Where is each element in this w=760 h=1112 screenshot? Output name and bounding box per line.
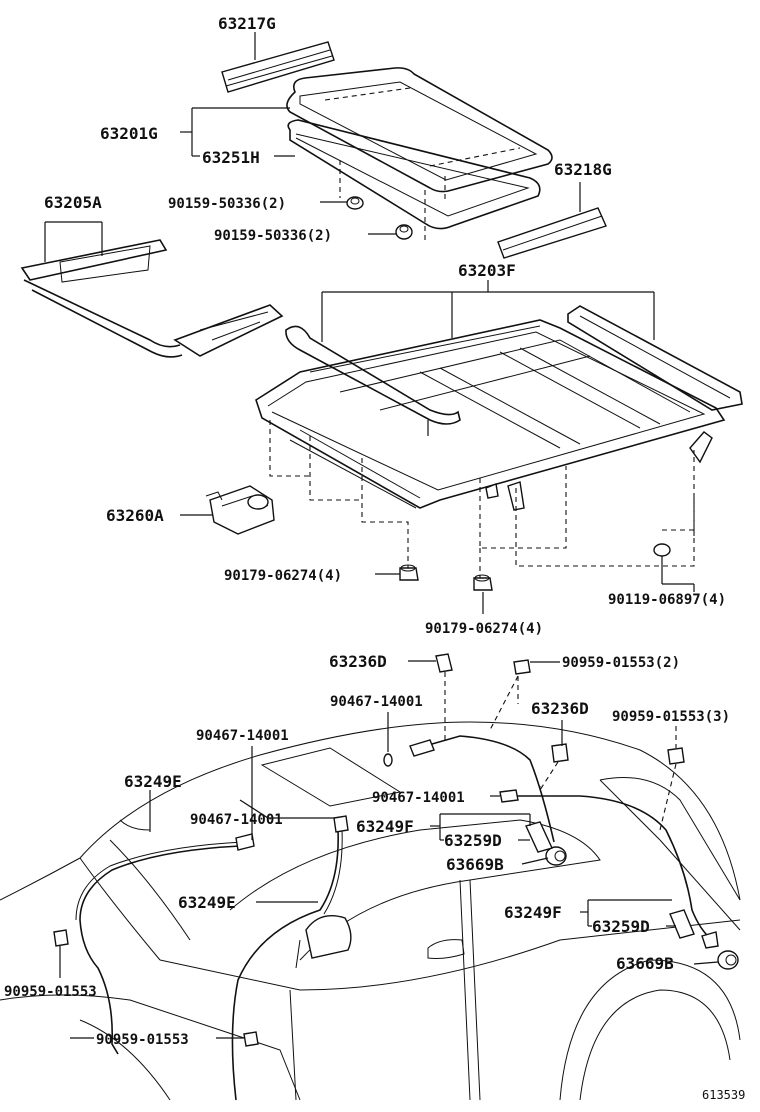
label-63217G: 63217G [218,14,276,33]
part-63201G-glass [286,67,553,193]
label-90119-06897: 90119-06897(4) [608,592,726,608]
clip-90959-a [513,659,531,675]
part-63205A-rails [20,221,284,358]
bolt-90119 [653,543,695,592]
clip-90467-small [383,753,393,767]
label-63249E-a: 63249E [124,772,182,791]
label-63205A: 63205A [44,193,102,212]
label-90179-06274-b: 90179-06274(4) [425,621,543,637]
vehicle-outline [0,721,741,1101]
label-63669B-a: 63669B [446,855,504,874]
label-90959-01553-d: 90959-01553 [96,1032,189,1048]
label-63259D-b: 63259D [592,917,650,936]
label-63259D-a: 63259D [444,831,502,850]
clamp-63236D-a [435,653,453,673]
label-90959-01553-a: 90959-01553(2) [562,655,680,671]
label-63260A: 63260A [106,506,164,525]
label-90159-50336-b: 90159-50336(2) [214,228,332,244]
grommet-63669B-b [701,931,739,970]
label-90179-06274-a: 90179-06274(4) [224,568,342,584]
part-63217G-drawing [221,32,335,93]
hose-joint-63259D-a [525,821,553,853]
label-63201G: 63201G [100,124,158,143]
bolt-90159-a [320,196,364,210]
clip-90959-b [667,747,685,765]
part-63251H-weatherstrip [287,119,541,230]
label-63203F: 63203F [458,261,516,280]
nut-90179-b [473,574,493,614]
drain-hoses [75,735,713,1101]
figure-id: 613539 [702,1088,745,1102]
bolt-90159-b [368,224,413,240]
label-90467-14001-c: 90467-14001 [372,790,465,806]
label-63218G: 63218G [554,160,612,179]
label-63249F-a: 63249F [356,817,414,836]
grommet-63669B-a [545,846,567,866]
label-90159-50336-a: 90159-50336(2) [168,196,286,212]
part-63260A-motor [180,485,275,535]
part-63218G-drawing [497,182,607,259]
label-90467-14001-b: 90467-14001 [196,728,289,744]
label-63236D-b: 63236D [531,699,589,718]
part-63203F-frame [255,280,743,511]
label-90467-14001-d: 90467-14001 [190,812,283,828]
label-63236D-a: 63236D [329,652,387,671]
label-63249F-b: 63249F [504,903,562,922]
label-90467-14001-a: 90467-14001 [330,694,423,710]
clip-90959-d [243,1031,259,1047]
nut-90179-a [375,564,419,581]
label-90959-01553-b: 90959-01553(3) [612,709,730,725]
clamp-63236D-b [551,743,569,763]
clip-90959-c [53,929,69,947]
label-63669B-b: 63669B [616,954,674,973]
label-90959-01553-c: 90959-01553 [4,984,97,1000]
hose-joint-63259D-b [669,909,695,939]
label-63251H: 63251H [202,148,260,167]
label-63249E-b: 63249E [178,893,236,912]
